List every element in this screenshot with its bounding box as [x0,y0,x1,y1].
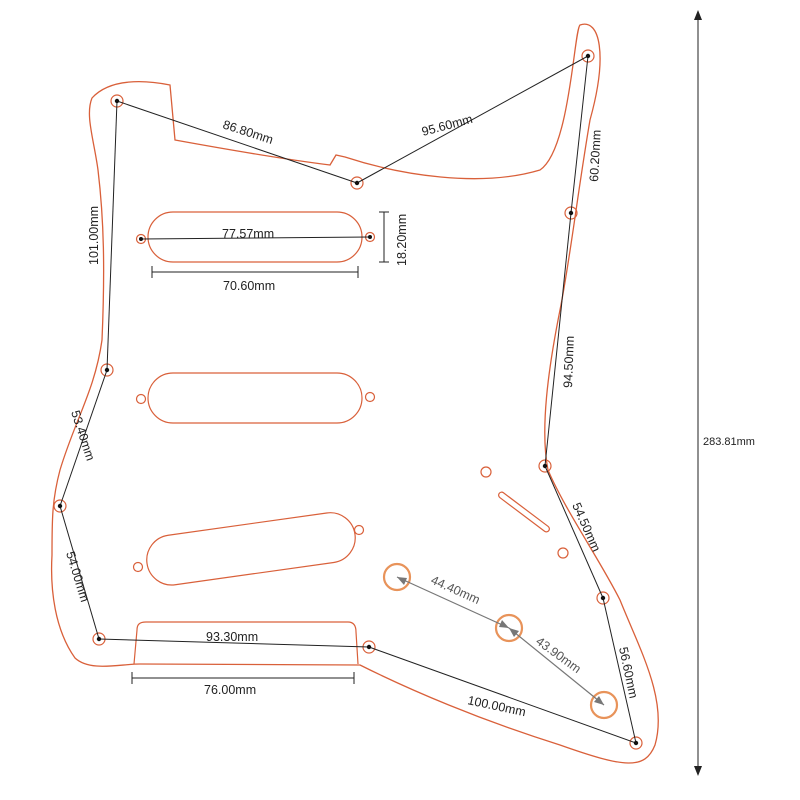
screw-hole [538,459,552,473]
dimension-line [570,55,589,214]
pickguard-outline [50,23,659,764]
knob-hole [494,613,524,643]
measure-point [57,503,63,509]
dimension-line [98,638,370,648]
measure-point [542,463,548,469]
screw-hole [53,499,67,513]
measure-point [366,644,372,650]
dimension-line [356,55,589,184]
mount-hole [557,547,569,559]
label-total-height: 283.81mm [703,436,755,448]
label-left-lower: 54.00mm [63,550,92,604]
dimension-line [59,505,100,640]
dimension-line [544,465,604,599]
mount-hole [353,524,365,536]
measure-point [368,235,372,239]
dimension-line [368,646,637,744]
measure-point [585,53,591,59]
label-bottom-cavity: 76.00mm [204,683,256,697]
mount-hole [364,391,376,403]
label-pickup-width: 18.20mm [395,214,409,266]
label-pickup-cavity: 70.60mm [223,279,275,293]
dimension-line [544,212,572,467]
arrowhead [509,628,519,637]
dimension-line [116,100,358,184]
label-bottom-left: 93.30mm [206,630,258,644]
label-right-middle: 94.50mm [561,336,577,389]
knob-hole [382,562,412,592]
knob-dimension-line [508,627,605,706]
label-right-lower: 54.50mm [569,501,603,554]
knob-hole [589,690,619,720]
measure-point [114,98,120,104]
label-knob-spacing-1: 44.40mm [429,573,482,607]
dimension-line [602,597,637,744]
label-left-upper: 101.00mm [87,206,101,265]
arrowhead [397,577,407,585]
screw-hole [350,176,364,190]
screw-hole [564,206,578,220]
label-right-upper: 60.20mm [587,129,604,182]
measure-point [96,636,102,642]
mount-hole [480,466,492,478]
pickup-cavity-bottom [146,512,356,586]
switch-slot [498,491,550,533]
measure-point [354,180,360,186]
mount-hole [132,561,144,573]
arrowhead [694,10,702,20]
screw-hole [596,591,610,605]
dimension-line [140,236,371,240]
screw-hole [581,49,595,63]
arrowhead [499,620,509,628]
measure-point [568,210,574,216]
pickup-cavity-middle [147,372,363,424]
arrowhead [694,766,702,776]
label-top-left: 86.80mm [221,118,275,147]
dimension-line [106,100,118,371]
screw-hole [629,736,643,750]
mount-hole [135,393,147,405]
label-top-right: 95.60mm [420,112,474,139]
measure-point [600,595,606,601]
measure-point [633,740,639,746]
label-pickup-length: 77.57mm [222,227,274,241]
measure-point [104,367,110,373]
knob-dimension-line [396,576,510,629]
dimension-line [59,369,108,507]
label-knob-spacing-2: 43.90mm [533,634,583,676]
measure-point [139,237,143,241]
bottom-cavity [133,621,359,665]
arrowhead [594,696,604,705]
